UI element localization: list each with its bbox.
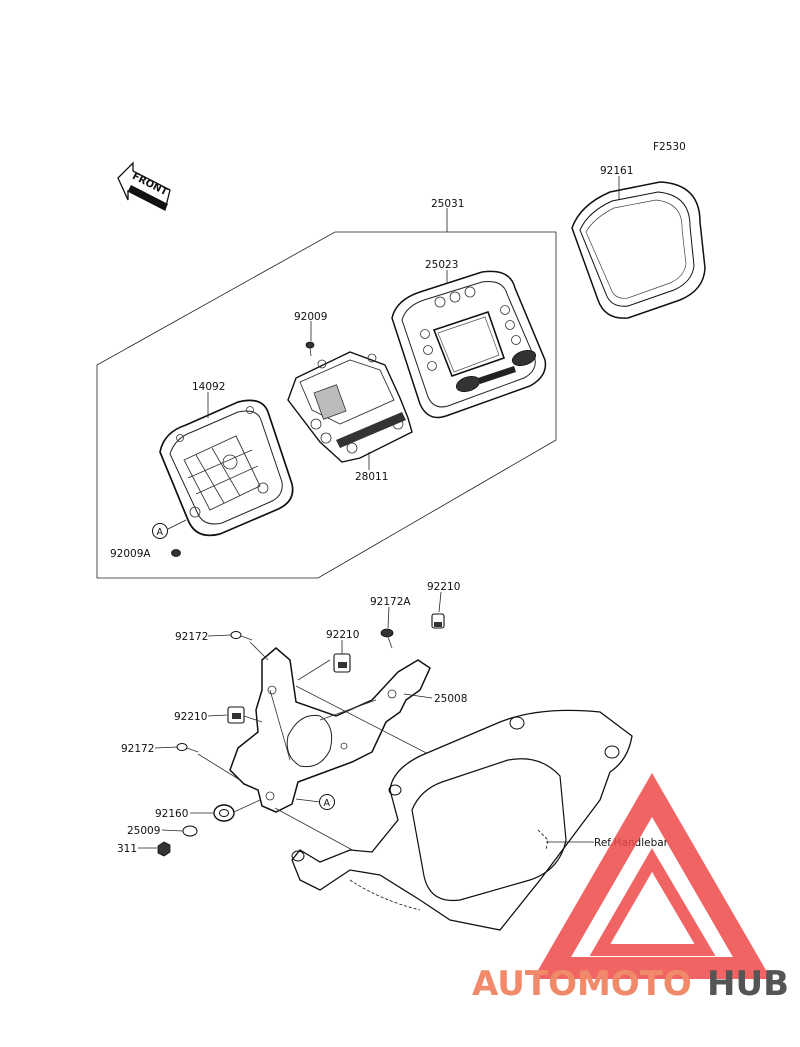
callout-a-lower: A [295, 794, 335, 810]
part-92210-clip-left [227, 706, 245, 724]
part-14092-case [159, 399, 294, 537]
label-92172-upper: 92172 [175, 631, 208, 643]
part-311-nut [157, 841, 171, 857]
label-92172-lower: 92172 [121, 743, 154, 755]
label-14092: 14092 [192, 381, 225, 393]
watermark-text-accent: AUTOMOTO [472, 964, 692, 1004]
assembly-25031-outline [96, 231, 557, 579]
part-92160-grommet [213, 804, 235, 822]
label-28011: 28011 [355, 471, 388, 483]
callout-a-lower-letter: A [324, 798, 331, 809]
label-92009A: 92009A [110, 548, 151, 560]
label-92210-center: 92210 [326, 629, 359, 641]
label-25023: 25023 [425, 259, 458, 271]
part-92172A-bolt [380, 628, 394, 649]
watermark-text-dark: HUB [707, 964, 789, 1004]
part-25008-bracket [229, 647, 431, 813]
label-92172A: 92172A [370, 596, 411, 608]
part-28011-circuit [287, 351, 413, 463]
part-92172-bolt-lower [176, 743, 199, 753]
label-25009: 25009 [127, 825, 160, 837]
part-92161-ring [571, 181, 706, 319]
callout-a-upper: A [152, 519, 187, 539]
figure-code: F2530 [653, 141, 686, 153]
callout-a-upper-letter: A [157, 527, 164, 538]
part-92210-clip-right [431, 613, 445, 629]
automotohub-logo-icon [532, 773, 772, 979]
label-25008: 25008 [434, 693, 467, 705]
label-92210-right: 92210 [427, 581, 460, 593]
part-25023-meter [391, 270, 547, 419]
label-92009: 92009 [294, 311, 327, 323]
part-92009-screw [305, 341, 315, 357]
label-25031: 25031 [431, 198, 464, 210]
label-92161: 92161 [600, 165, 633, 177]
part-92172-bolt-upper [230, 631, 253, 641]
label-92160: 92160 [155, 808, 188, 820]
front-arrow-icon: FRONT [117, 161, 171, 211]
part-25009-washer [182, 825, 198, 837]
automotohub-watermark-text: AUTOMOTO HUB [472, 964, 789, 1004]
label-92210-left: 92210 [174, 711, 207, 723]
part-92009A-screw [171, 549, 181, 557]
part-92210-clip-center [333, 653, 351, 673]
handlebar-cover-reference [291, 709, 633, 931]
label-311: 311 [117, 843, 137, 855]
